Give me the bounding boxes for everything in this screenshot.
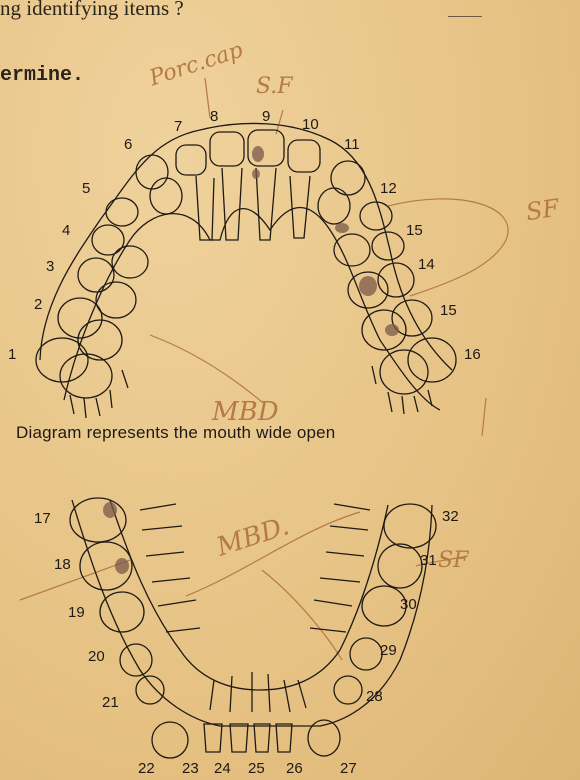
tooth-number-11: 11 [344,136,360,153]
tooth-number-20: 20 [88,648,105,665]
tooth-number-14: 14 [418,256,435,273]
tooth-number-8: 8 [210,108,218,125]
lower-arch [70,498,436,758]
tooth-number-23: 23 [182,760,199,777]
diagram-caption: Diagram represents the mouth wide open [16,423,335,443]
upper-arch [36,123,456,418]
tooth-number-17: 17 [34,510,51,527]
tooth-number-2: 2 [34,296,42,313]
tooth-number-27: 27 [340,760,357,777]
tooth-number-7: 7 [174,118,182,135]
tooth-number-26: 26 [286,760,303,777]
tooth-number-21: 21 [102,694,119,711]
tooth-number-10: 10 [302,116,319,133]
tooth-number-18: 18 [54,556,71,573]
tooth-number-6: 6 [124,136,132,153]
tooth-number-19: 19 [68,604,85,621]
pencil-marks [20,78,508,660]
tooth-number-1: 1 [8,346,16,363]
tooth-number-3: 3 [46,258,54,275]
tooth-number-31: 31 [420,552,437,569]
tooth-number-30: 30 [400,596,417,613]
tooth-number-12: 12 [380,180,397,197]
tooth-number-22: 22 [138,760,155,777]
tooth-number-25: 25 [248,760,265,777]
tooth-number-5: 5 [82,180,90,197]
tooth-number-16: 16 [464,346,481,363]
tooth-number-28: 28 [366,688,383,705]
tooth-number-32: 32 [442,508,459,525]
upper-fillings [252,146,399,336]
tooth-number-9: 9 [262,108,270,125]
tooth-number-4: 4 [62,222,70,239]
tooth-number-24: 24 [214,760,231,777]
tooth-number-15: 15 [440,302,457,319]
tooth-number-29: 29 [380,642,397,659]
tooth-number-13: 15 [406,222,423,239]
